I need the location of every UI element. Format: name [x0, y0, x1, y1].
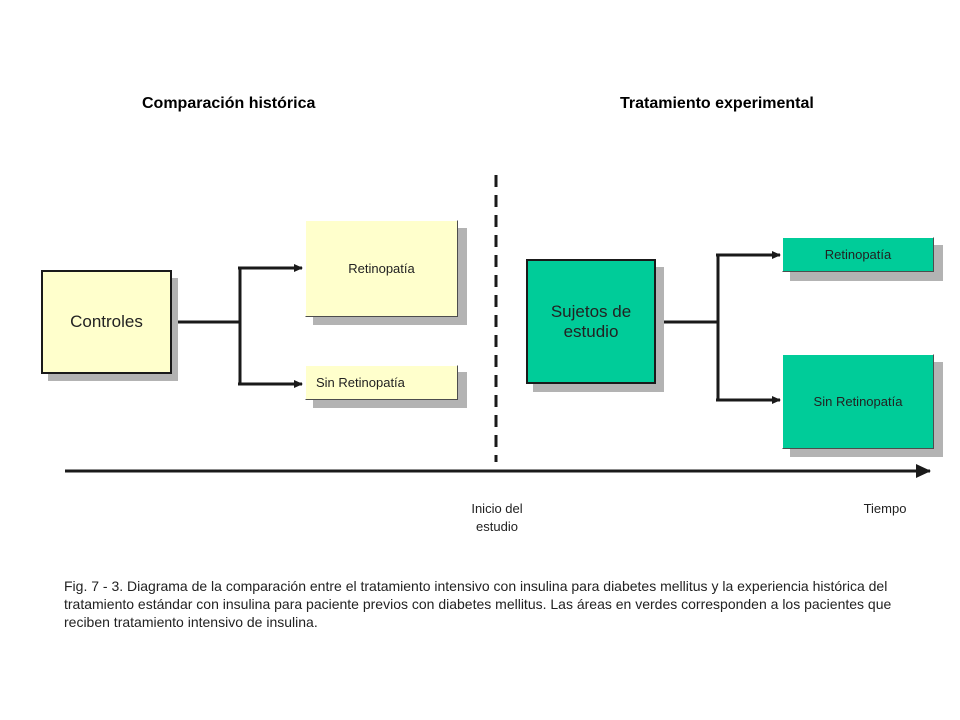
sin-retinopatia-right-label: Sin Retinopatía: [813, 394, 903, 409]
figure-caption: Fig. 7 - 3. Diagrama de la comparación e…: [64, 578, 892, 630]
controles-label: Controles: [70, 312, 143, 331]
controles-box: Controles: [41, 270, 172, 374]
time-label: Tiempo: [863, 501, 907, 516]
sujetos-label: Sujetos de estudio: [550, 301, 632, 341]
sin-retinopatia-right-box: Sin Retinopatía: [782, 354, 934, 449]
connector-sujetos: [656, 251, 781, 404]
sin-retinopatia-left-box: Sin Retinopatía: [305, 365, 458, 400]
sujetos-box: Sujetos de estudio: [526, 259, 656, 384]
heading-experimental: Tratamiento experimental: [620, 95, 814, 112]
connector-controles: [172, 264, 303, 388]
study-start-label: Inicio del estudio: [471, 501, 523, 534]
heading-historical: Comparación histórica: [142, 95, 316, 112]
retinopatia-right-label: Retinopatía: [824, 247, 892, 262]
retinopatia-right-box: Retinopatía: [782, 237, 934, 272]
retinopatia-left-label: Retinopatía: [348, 261, 415, 276]
sin-retinopatia-left-label: Sin Retinopatía: [316, 375, 405, 390]
retinopatia-left-box: Retinopatía: [305, 220, 458, 317]
